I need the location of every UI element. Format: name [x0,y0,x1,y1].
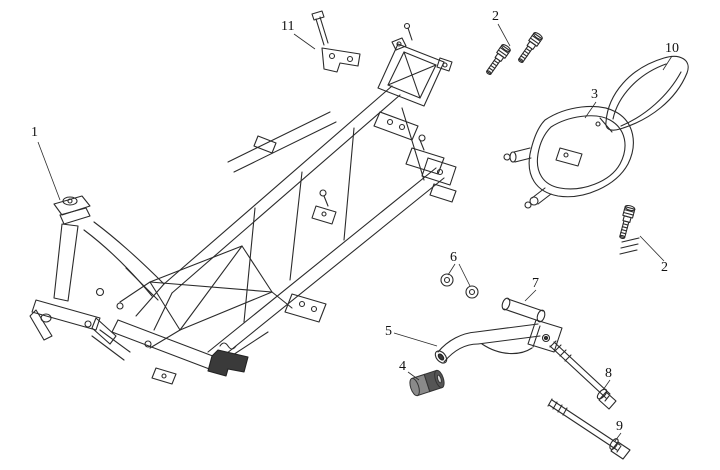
hanger-bracket-part [434,319,563,364]
washer-part-6 [440,273,479,299]
bolt-spring-part-2c [616,204,640,255]
callout-9: 9 [616,419,623,434]
bushing-part [409,369,445,397]
long-bolt-part-9 [547,398,631,460]
long-bolt-part-8 [549,340,617,410]
grab-rail-part [503,105,634,209]
callout-4: 4 [399,359,406,374]
steering-column-part [29,195,131,361]
callout-3: 3 [591,87,598,102]
main-frame-part [83,22,457,385]
bolt-part-2b [515,30,544,66]
leader-lines [37,23,673,442]
spacer-tube-part [501,297,546,323]
callout-11: 11 [281,19,295,34]
callout-7: 7 [532,276,539,291]
callout-2-right: 2 [661,260,668,275]
callout-10: 10 [665,41,679,56]
callout-1: 1 [31,125,38,140]
rail-cover-part [605,55,689,131]
pin-bracket-part [311,10,361,73]
callout-2-top: 2 [492,9,499,24]
callout-8: 8 [605,366,612,381]
bolt-part-2a [483,42,512,78]
callout-5: 5 [385,324,392,339]
callout-6: 6 [450,250,457,265]
